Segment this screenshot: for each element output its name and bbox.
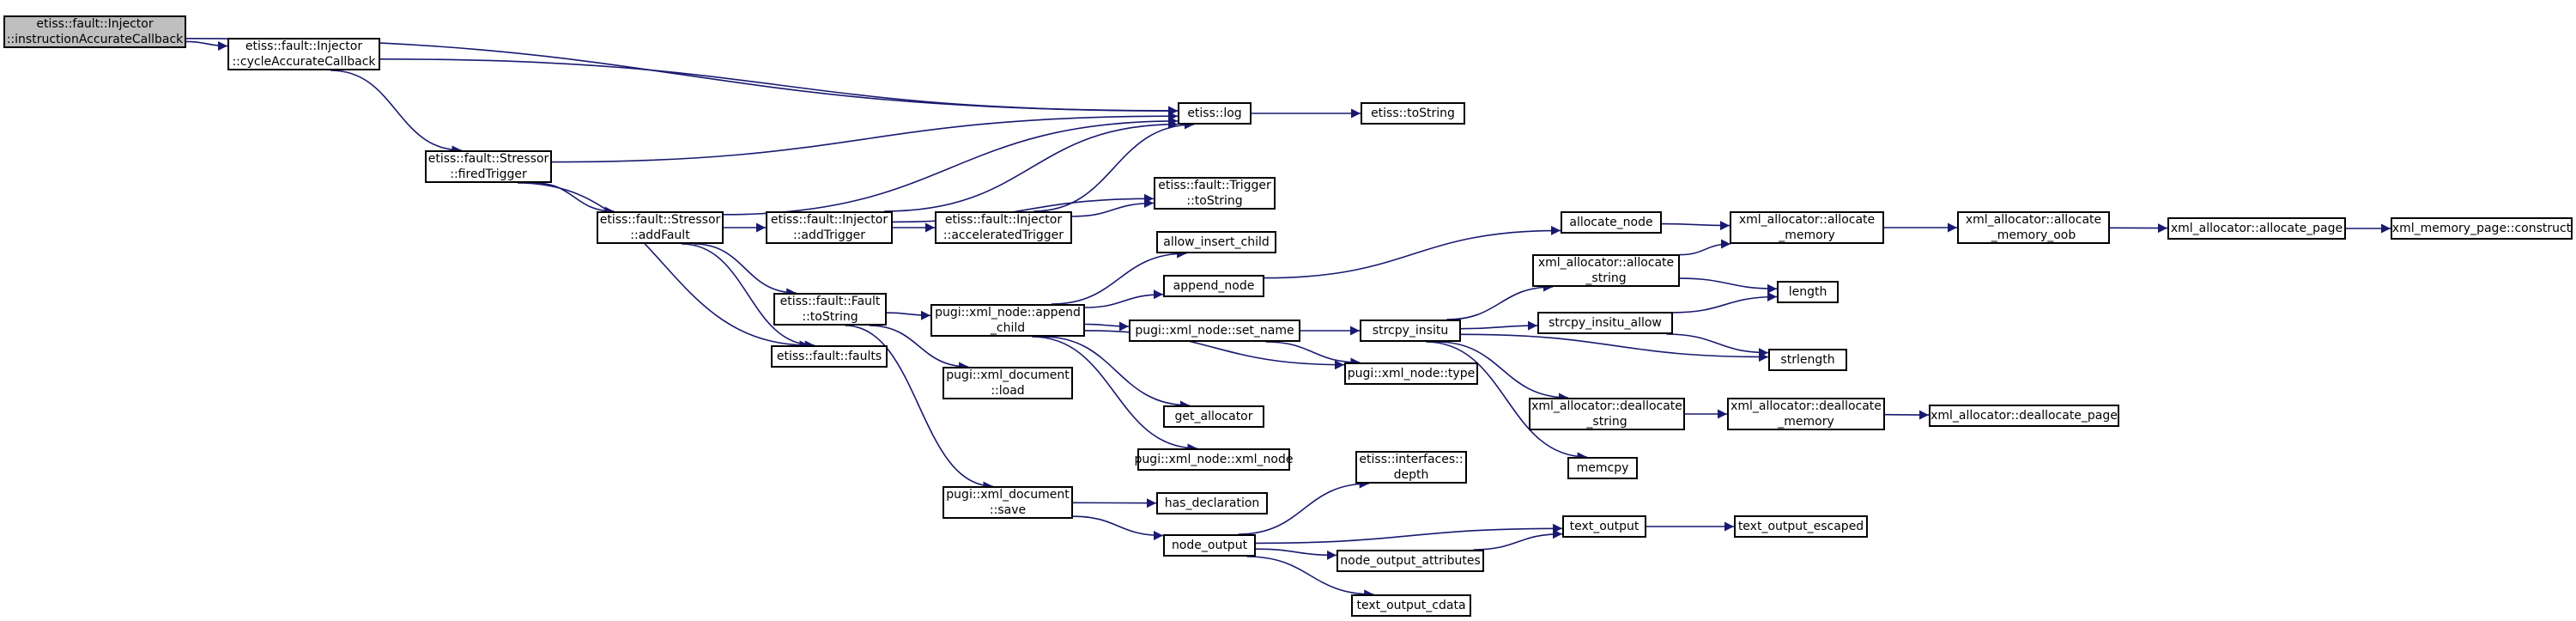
edge-n6-n4 xyxy=(723,116,1179,216)
node-allow-insert-child[interactable]: allow_insert_child xyxy=(1156,231,1276,253)
edge-n10-n34 xyxy=(845,325,993,491)
edge-n3-n11 xyxy=(518,182,809,350)
edge-n37-n38 xyxy=(1255,523,1563,545)
edge-n10-n27 xyxy=(869,325,969,372)
edge-n37-n36 xyxy=(1238,478,1369,535)
edge-n21-n24 xyxy=(1460,320,1538,331)
edge-n34-n37 xyxy=(1072,515,1164,541)
edge-n12-n28 xyxy=(1042,336,1191,411)
edge-n40-n38 xyxy=(1473,529,1563,551)
node-xml-node-xml-node[interactable]: pugi::xml_node::xml_node xyxy=(1135,448,1293,471)
node-injector-cycle-accurate-callback[interactable]: etiss::fault::Injector ::cycleAccurateCa… xyxy=(227,38,380,70)
node-strcpy-insitu[interactable]: strcpy_insitu xyxy=(1360,320,1461,342)
node-injector-add-trigger[interactable]: etiss::fault::Injector ::addTrigger xyxy=(766,211,893,244)
edge-n3-n6 xyxy=(534,182,615,216)
edge-n37-n40 xyxy=(1255,548,1337,560)
node-text-output-escaped[interactable]: text_output_escaped xyxy=(1734,515,1868,538)
node-allocate-node[interactable]: allocate_node xyxy=(1561,211,1662,234)
node-interfaces-depth[interactable]: etiss::interfaces:: depth xyxy=(1355,451,1467,484)
node-stressor-fired-trigger[interactable]: etiss::fault::Stressor ::firedTrigger xyxy=(425,150,552,183)
node-xml-document-load[interactable]: pugi::xml_document ::load xyxy=(943,367,1073,399)
edge-n2-n4 xyxy=(379,58,1179,116)
node-text-output-cdata[interactable]: text_output_cdata xyxy=(1351,594,1471,617)
node-etiss-tostring[interactable]: etiss::toString xyxy=(1361,102,1465,125)
edge-n12-n13 xyxy=(1051,248,1187,305)
node-allocator-allocate-string[interactable]: xml_allocator::allocate _string xyxy=(1532,254,1680,287)
edge-n2-n3 xyxy=(330,70,462,155)
node-strlength[interactable]: strlength xyxy=(1768,349,1847,371)
edge-n37-n41 xyxy=(1246,556,1374,600)
node-xml-node-set-name[interactable]: pugi::xml_node::set_name xyxy=(1129,320,1300,342)
node-node-output[interactable]: node_output xyxy=(1163,534,1256,557)
edge-n12-n32 xyxy=(1032,336,1197,454)
node-trigger-tostring[interactable]: etiss::fault::Trigger ::toString xyxy=(1154,177,1276,210)
edge-n7-n4 xyxy=(884,119,1179,212)
node-strcpy-insitu-allow[interactable]: strcpy_insitu_allow xyxy=(1537,312,1673,334)
node-xml-document-save[interactable]: pugi::xml_document ::save xyxy=(943,486,1073,519)
edge-n21-n33 xyxy=(1426,341,1587,462)
edge-n22-n16 xyxy=(1679,239,1731,256)
node-fault-tostring[interactable]: etiss::fault::Fault ::toString xyxy=(773,293,887,326)
node-get-allocator[interactable]: get_allocator xyxy=(1163,405,1264,428)
edge-n6-n11 xyxy=(681,243,815,350)
edge-n22-n23 xyxy=(1679,277,1778,294)
edge-n8-n9 xyxy=(1071,198,1155,217)
node-allocator-allocate-memory[interactable]: xml_allocator::allocate _memory xyxy=(1730,211,1884,244)
edge-n12-n14 xyxy=(1084,289,1164,308)
node-allocator-allocate-memory-oob[interactable]: xml_allocator::allocate _memory_oob xyxy=(1957,211,2110,244)
node-stressor-add-fault[interactable]: etiss::fault::Stressor ::addFault xyxy=(597,211,724,244)
node-allocator-deallocate-page[interactable]: xml_allocator::deallocate_page xyxy=(1929,405,2119,427)
edge-n24-n23 xyxy=(1672,291,1778,314)
node-allocator-deallocate-string[interactable]: xml_allocator::deallocate _string xyxy=(1529,398,1685,430)
edge-n20-n26 xyxy=(1265,341,1361,368)
node-etiss-fault-faults[interactable]: etiss::fault::faults xyxy=(771,345,888,368)
node-etiss-log[interactable]: etiss::log xyxy=(1178,102,1252,125)
edge-n1-n2 xyxy=(185,40,228,52)
edge-n6-n10 xyxy=(694,243,797,298)
node-length[interactable]: length xyxy=(1777,281,1839,303)
edge-n21-n29 xyxy=(1436,341,1569,403)
edge-n15-n16 xyxy=(1661,220,1730,231)
node-injector-instruction-accurate-callback[interactable]: etiss::fault::Injector ::instructionAccu… xyxy=(3,15,186,48)
node-injector-accelerated-trigger[interactable]: etiss::fault::Injector ::acceleratedTrig… xyxy=(935,211,1072,244)
edge-n21-n25 xyxy=(1460,333,1769,362)
node-node-output-attributes[interactable]: node_output_attributes xyxy=(1336,550,1484,572)
edge-n21-n22 xyxy=(1446,282,1554,320)
node-has-declaration[interactable]: has_declaration xyxy=(1156,492,1268,514)
node-memory-page-construct[interactable]: xml_memory_page::construct xyxy=(2391,217,2573,240)
edge-n14-n15 xyxy=(1264,225,1561,279)
edge-n10-n12 xyxy=(886,310,931,320)
edge-n3-n4 xyxy=(551,111,1179,163)
edge-n8-n4 xyxy=(1033,119,1195,212)
node-text-output[interactable]: text_output xyxy=(1562,515,1646,538)
edge-n12-n20 xyxy=(1084,321,1130,332)
node-xml-node-append-child[interactable]: pugi::xml_node::append _child xyxy=(930,304,1085,337)
node-allocator-allocate-page[interactable]: xml_allocator::allocate_page xyxy=(2167,217,2346,240)
node-memcpy[interactable]: memcpy xyxy=(1567,457,1638,479)
node-xml-node-type[interactable]: pugi::xml_node::type xyxy=(1344,362,1478,385)
edge-n24-n25 xyxy=(1666,333,1769,358)
node-append-node[interactable]: append_node xyxy=(1163,275,1264,297)
node-allocator-deallocate-memory[interactable]: xml_allocator::deallocate _memory xyxy=(1727,398,1885,430)
